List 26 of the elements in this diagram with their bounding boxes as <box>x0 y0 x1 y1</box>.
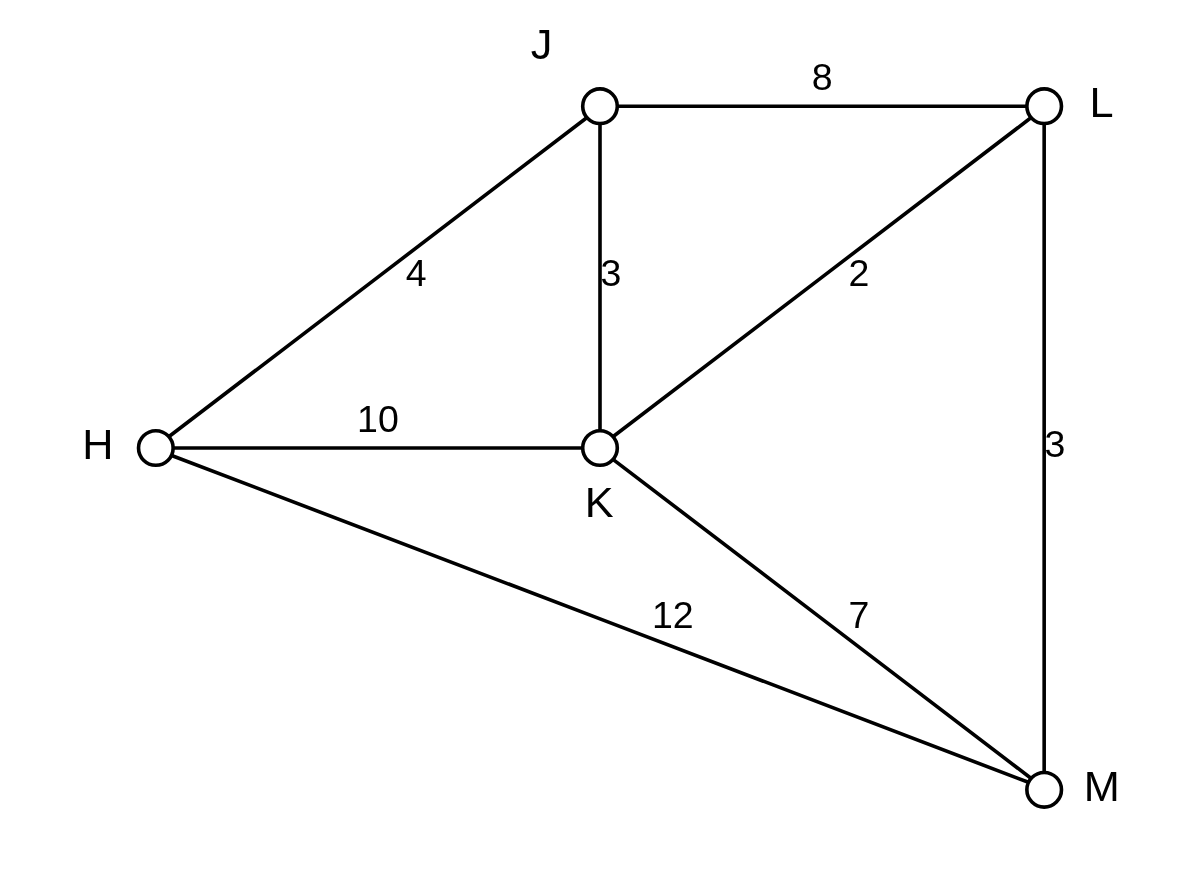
edge-label: 4 <box>405 252 427 295</box>
node-circle <box>580 428 620 468</box>
connector <box>612 458 1033 780</box>
node-label: J <box>530 20 553 69</box>
node-circle <box>1025 770 1064 809</box>
edge-label: 2 <box>848 252 870 295</box>
connector <box>617 104 1027 109</box>
node-circle <box>1025 87 1064 126</box>
node-label: M <box>1083 761 1120 810</box>
connector <box>598 123 602 431</box>
connector <box>167 116 588 438</box>
edge-label: 3 <box>1044 423 1066 466</box>
node-label: H <box>82 419 114 468</box>
node-circle <box>136 428 175 468</box>
edge-label: 10 <box>357 397 399 440</box>
connector <box>170 453 1029 784</box>
edge-label: 3 <box>600 252 622 295</box>
node-circle <box>580 87 620 126</box>
edge-label: 8 <box>811 56 833 99</box>
node-label: K <box>584 477 614 526</box>
edge-label: 7 <box>848 593 870 636</box>
connector <box>173 446 583 450</box>
connector <box>1042 123 1046 773</box>
connector <box>612 116 1032 438</box>
edge-label: 12 <box>651 593 694 636</box>
node-label: L <box>1089 78 1114 127</box>
